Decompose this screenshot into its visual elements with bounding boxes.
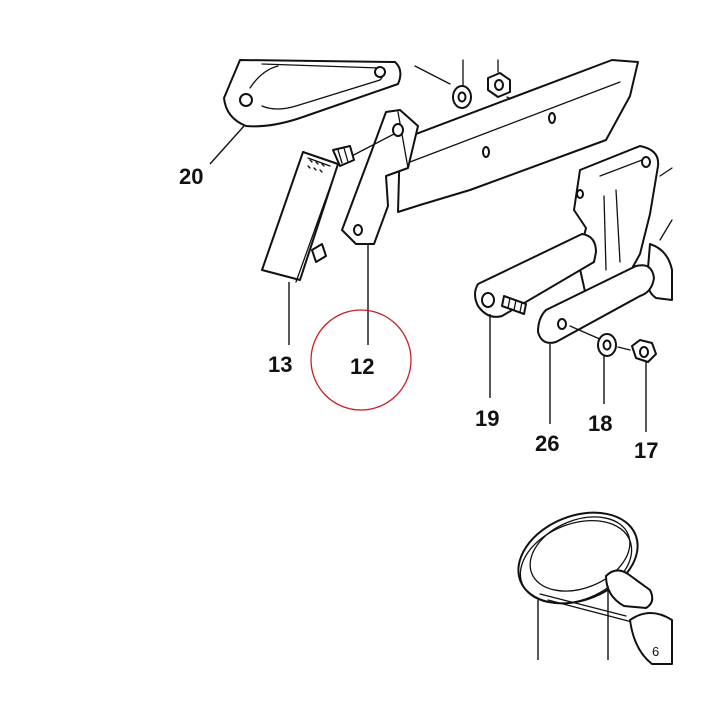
part-19-link-plate <box>474 233 597 318</box>
callout-20: 20 <box>179 164 203 189</box>
callout-12: 12 <box>350 354 374 379</box>
leader-20 <box>209 125 245 165</box>
highlight-circle <box>310 309 412 411</box>
part-18-washer <box>597 333 617 357</box>
callout-18: 18 <box>588 411 612 436</box>
part-13-pad <box>261 145 355 283</box>
callout-19: 19 <box>475 406 499 431</box>
callout-17: 17 <box>634 438 658 463</box>
part-12-plate <box>341 109 419 245</box>
part-20-bracket <box>223 59 451 128</box>
callout-13: 13 <box>268 352 292 377</box>
callout-26: 26 <box>535 431 559 456</box>
frame-rail <box>397 59 639 213</box>
leader-lines <box>209 125 647 660</box>
lower-oval-part <box>517 511 673 665</box>
callout-6: 6 <box>652 644 659 659</box>
pad-texture <box>307 159 325 173</box>
part-17-nut <box>617 339 657 363</box>
part-26-link-plate <box>537 264 655 344</box>
